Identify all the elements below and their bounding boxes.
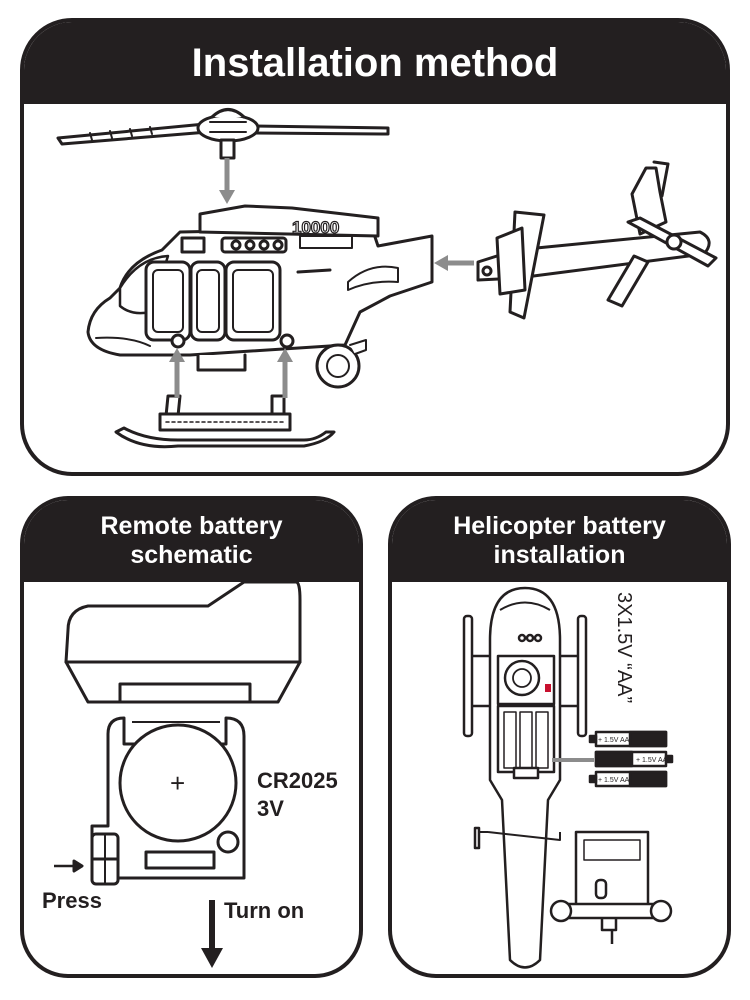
helicopter-fuselage [86,204,434,389]
main-rotor [56,108,390,160]
helicopter-battery-panel: Helicopter battery installation [388,496,731,978]
turn-on-label: Turn on [224,898,305,923]
landing-skids [114,394,336,449]
battery-type-label: CR2025 [257,768,338,793]
heli-title-line1: Helicopter battery [453,512,666,540]
remote-battery-title: Remote battery schematic [24,500,359,582]
helicopter-battery-title: Helicopter battery installation [392,500,727,582]
helicopter-tail [476,160,718,320]
heli-title-line2: installation [493,541,626,569]
installation-title: Installation method [24,22,726,104]
battery-voltage-label: 3V [257,796,284,821]
remote-title-line1: Remote battery [100,512,283,540]
install-arrows [169,158,474,398]
remote-title-line2: schematic [130,541,253,569]
press-label: Press [42,888,102,913]
installation-diagram: 10000 [56,108,718,449]
model-number: 10000 [292,218,339,237]
